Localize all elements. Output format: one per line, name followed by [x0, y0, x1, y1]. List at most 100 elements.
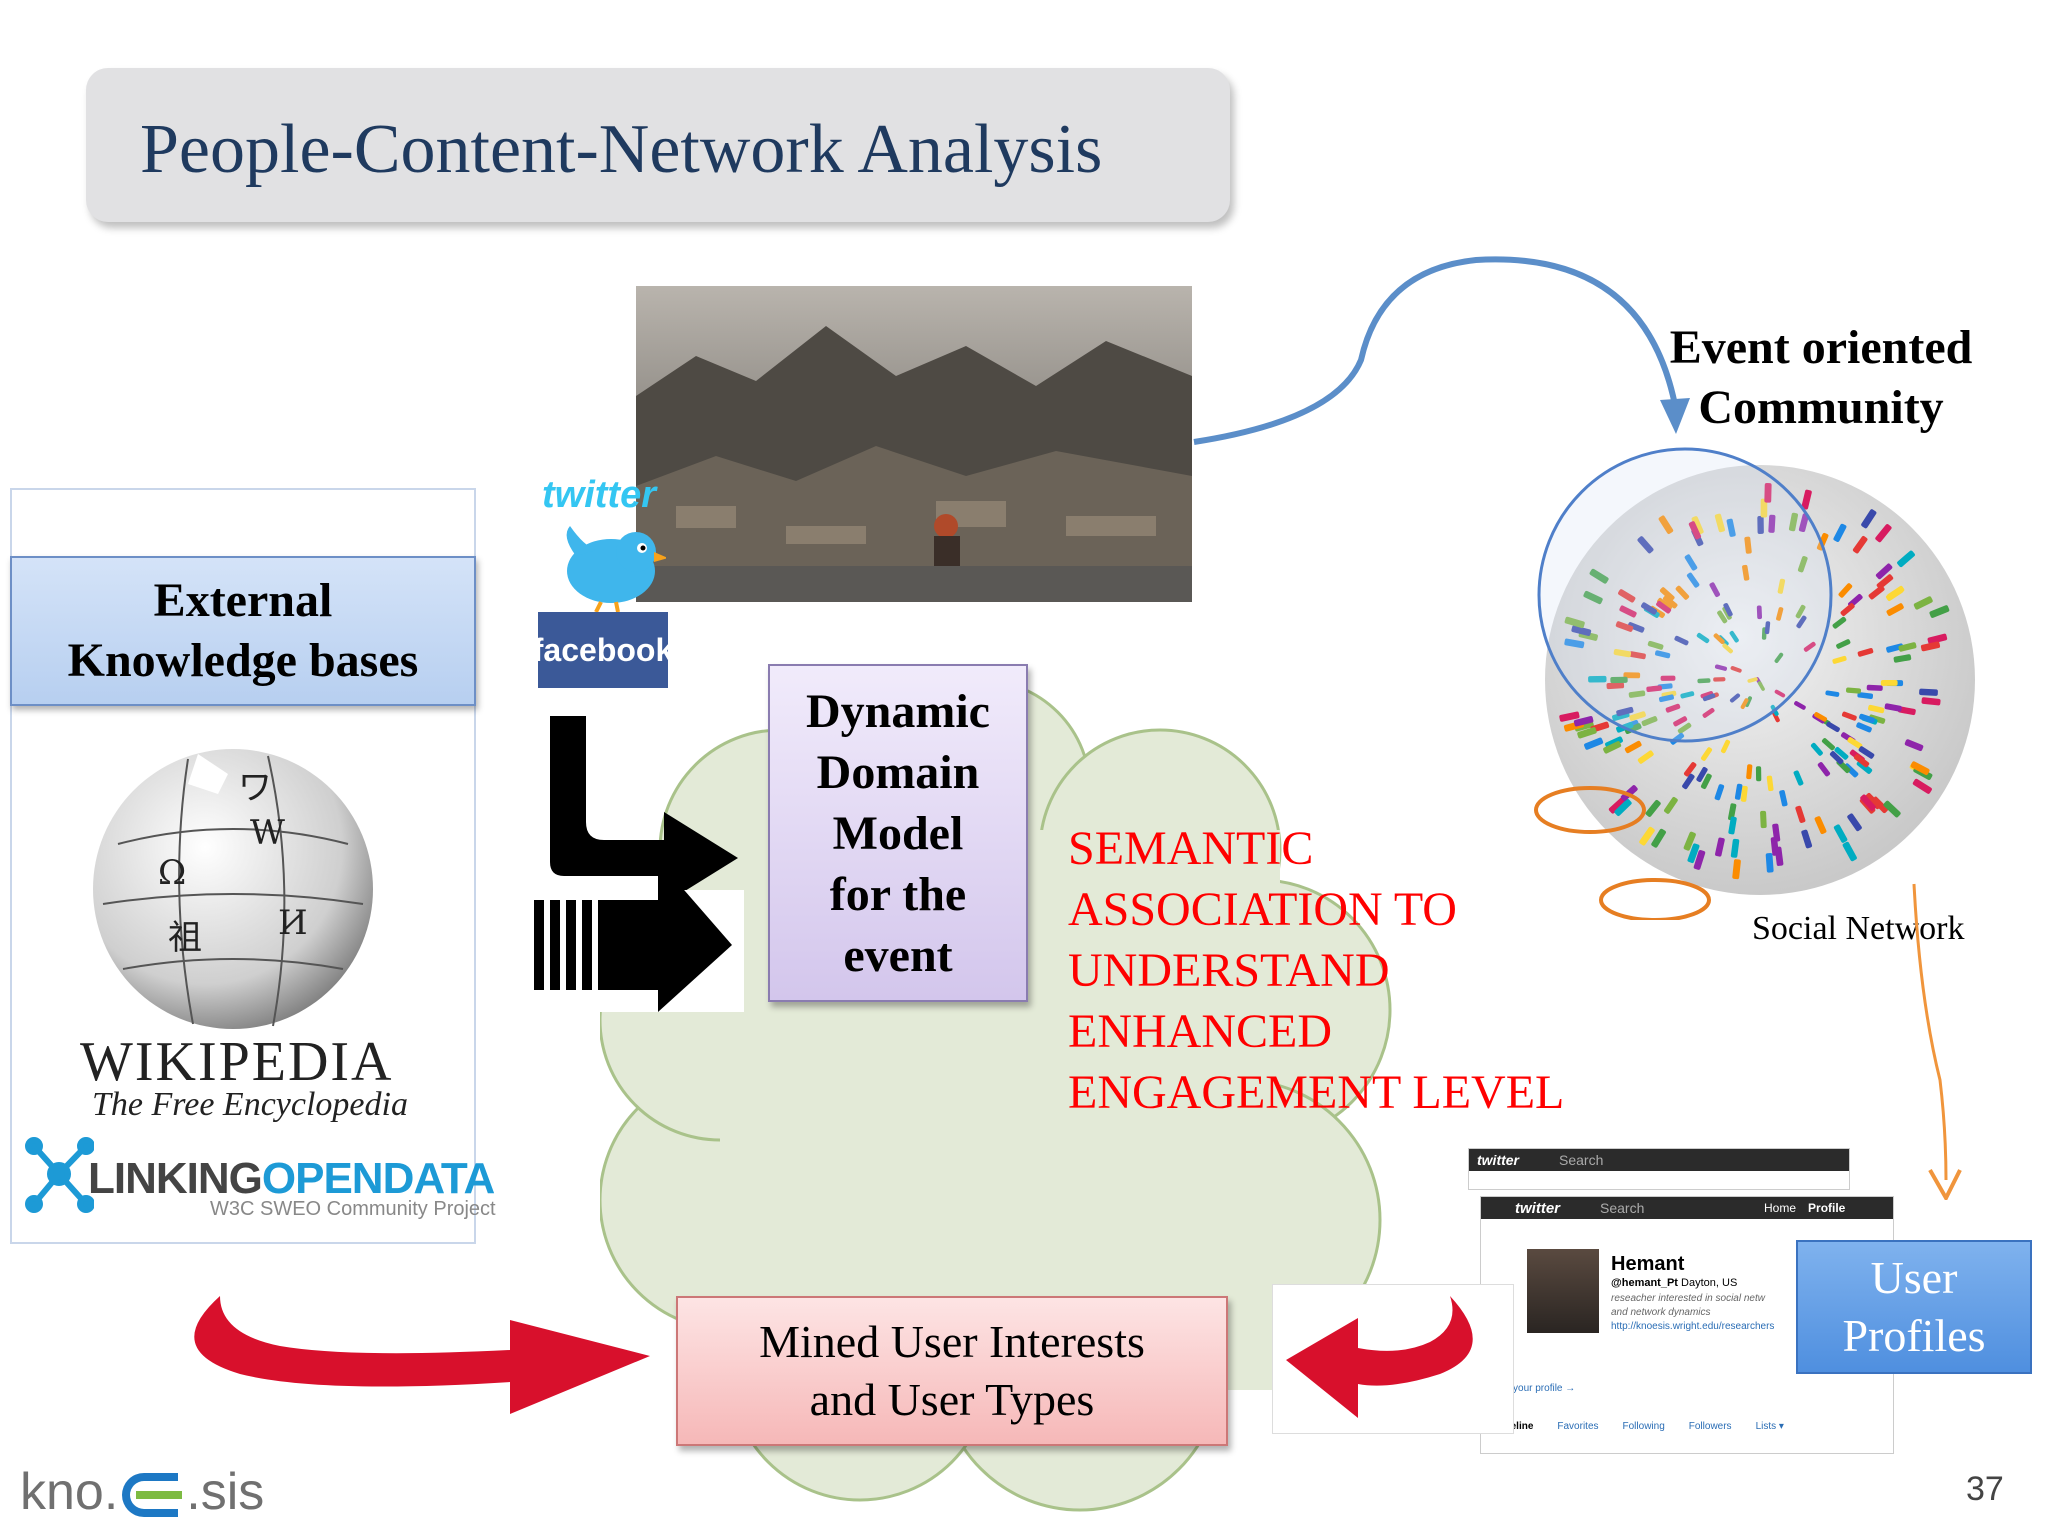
person-figure [1645, 799, 1661, 817]
person-figure [1801, 829, 1813, 849]
person-figure [1840, 603, 1855, 616]
profile-url[interactable]: http://knoesis.wright.edu/researchers [1611, 1321, 1775, 1332]
title-box [86, 68, 1230, 222]
person-figure [1616, 706, 1634, 717]
person-figure [1664, 797, 1678, 814]
person-figure [1726, 518, 1736, 537]
person-figure [1730, 666, 1742, 673]
person-figure [1683, 831, 1696, 851]
person-figure [1564, 616, 1585, 629]
twitter-logo: twitter [542, 474, 656, 516]
twitter-bird-icon [566, 526, 666, 612]
person-figure [1860, 794, 1876, 811]
person-figure [1798, 513, 1809, 533]
profile-tab-following[interactable]: Following [1622, 1421, 1665, 1432]
black-arrows-icon [534, 716, 744, 1012]
user-profiles-line1: User [1870, 1252, 1958, 1303]
person-figure [1898, 642, 1917, 652]
person-figure [1697, 678, 1711, 684]
person-figure [1641, 602, 1657, 615]
person-figure [1772, 823, 1781, 842]
person-figure [1606, 682, 1625, 690]
profile-edit-link[interactable]: Edit your profile → [1493, 1383, 1576, 1394]
profile-profile-link[interactable]: Profile [1808, 1201, 1846, 1215]
person-figure [1656, 600, 1672, 614]
wikipedia-tagline: The Free Encyclopedia [92, 1086, 408, 1123]
person-figure [1647, 640, 1664, 650]
person-figure [1856, 722, 1872, 733]
person-figure [1876, 574, 1894, 590]
person-figure [1730, 838, 1740, 858]
person-figure [1755, 766, 1762, 782]
semantic-line5: ENGAGEMENT LEVEL [1068, 1066, 1565, 1119]
mined-line2: and User Types [809, 1374, 1095, 1425]
social-network-sphere [1534, 447, 1975, 920]
person-figure [1788, 512, 1799, 532]
person-figure [1795, 604, 1806, 619]
person-figure [1833, 523, 1847, 542]
knoesis-logo: kno..sis [20, 1462, 264, 1522]
profile-top-bar: twitter Search Home Profile [1481, 1197, 1893, 1219]
wikipedia-wordmark: WIKIPEDIA [80, 1031, 394, 1093]
profile-location: Dayton, US [1681, 1277, 1738, 1289]
person-figure [1880, 680, 1898, 686]
person-figure [1610, 676, 1628, 684]
person-figure [1628, 690, 1646, 698]
person-figure [1700, 691, 1714, 699]
profile-tab-lists[interactable]: Lists ▾ [1755, 1421, 1784, 1432]
person-figure [1912, 778, 1932, 794]
person-figure [1774, 652, 1784, 663]
person-figure [1865, 792, 1882, 810]
profile-home-link[interactable]: Home [1764, 1201, 1797, 1215]
person-figure [1921, 697, 1941, 706]
person-figure [1603, 741, 1622, 754]
person-figure [1658, 694, 1674, 703]
person-figure [1714, 664, 1728, 671]
person-figure [1847, 737, 1863, 749]
profile-bio1: reseacher interested in social netw [1611, 1293, 1765, 1304]
person-figure [1651, 828, 1666, 848]
disaster-photo [636, 286, 1192, 602]
person-figure [1658, 515, 1674, 534]
person-figure [1720, 739, 1731, 754]
person-figure [1847, 813, 1862, 832]
profile-tabs: Timeline Favorites Following Followers L… [1493, 1421, 1784, 1432]
person-figure [1734, 783, 1743, 800]
people-dots [1559, 482, 1950, 880]
person-figure [1760, 810, 1767, 829]
person-figure [1660, 675, 1676, 681]
svg-text:祖: 祖 [168, 918, 202, 958]
person-figure [1659, 587, 1675, 601]
person-figure [1619, 605, 1637, 618]
semantic-line3: UNDERSTAND [1068, 944, 1390, 997]
person-figure [1897, 550, 1915, 568]
external-knowledge-line1: External [153, 574, 333, 627]
profile-back-brand: twitter [1477, 1152, 1519, 1168]
user-profiles-line2: Profiles [1842, 1310, 1986, 1361]
person-figure [1821, 738, 1835, 751]
person-figure [1866, 684, 1883, 691]
person-figure [1700, 773, 1712, 790]
person-figure [1856, 760, 1873, 774]
profile-tab-favorites[interactable]: Favorites [1557, 1421, 1599, 1432]
facebook-logo: facebook [533, 612, 673, 688]
person-figure [1686, 572, 1700, 588]
person-figure [1728, 803, 1737, 821]
person-figure [1713, 677, 1726, 682]
person-figure [1801, 489, 1812, 510]
person-figure [1746, 764, 1753, 780]
person-figure [1776, 607, 1784, 621]
person-figure [1662, 595, 1678, 609]
person-figure [1842, 841, 1857, 862]
twitter-profile-card: twitter Search Home Profile Hemant @hema… [1480, 1196, 1894, 1454]
person-figure [1814, 816, 1827, 835]
person-figure [1709, 582, 1721, 597]
person-figure [1701, 747, 1713, 761]
profile-search[interactable]: Search [1600, 1200, 1645, 1216]
person-figure [1674, 635, 1689, 646]
person-figure [1795, 805, 1806, 824]
person-figure [1696, 632, 1710, 644]
person-figure [1875, 524, 1892, 543]
profile-tab-followers[interactable]: Followers [1688, 1421, 1732, 1432]
person-figure [1683, 762, 1697, 777]
